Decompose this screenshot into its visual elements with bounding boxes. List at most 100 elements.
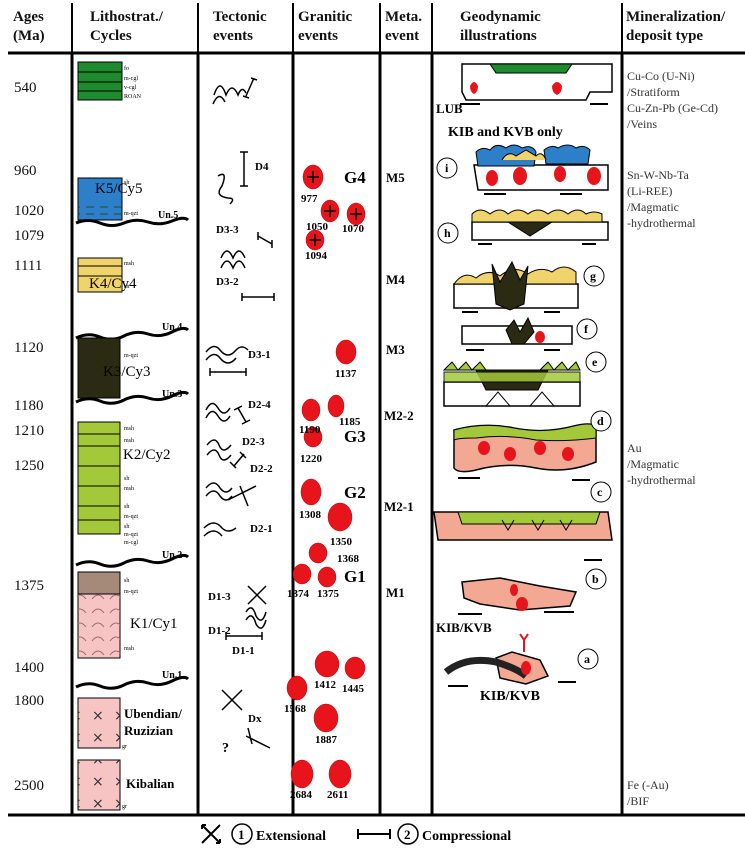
litho-small-label: gr — [122, 804, 127, 810]
geo-label: KIB/KVB — [436, 620, 492, 635]
litho-small-label: m-qzt — [124, 353, 138, 359]
litho-column: fo m-cgl v-cgl ROAN K5/Cy5 sh m-qzt Un.5… — [76, 62, 188, 810]
litho-small-label: v-cgl — [124, 85, 137, 91]
step-marker: c — [597, 485, 603, 499]
fold-glyph — [214, 86, 246, 95]
litho-small-label: msh — [124, 646, 134, 652]
geo-panel-lub: LUB — [436, 64, 612, 116]
litho-small-label: gr — [122, 744, 127, 750]
fold-glyph — [246, 608, 266, 628]
deformation-label: D2-4 — [248, 399, 271, 411]
granite-body — [329, 760, 351, 788]
granite-age: 1094 — [305, 250, 328, 262]
legend-compressional: Compressional — [422, 829, 511, 844]
meta-event: M2-2 — [384, 408, 414, 423]
litho-unit-ubendian: Ubendian/ — [124, 706, 182, 721]
geo-panel-d — [454, 424, 596, 480]
granite-body — [301, 479, 321, 505]
step-marker: h — [444, 226, 451, 240]
cross-arrows-glyph — [248, 586, 266, 604]
litho-small-label: m-cgl — [124, 76, 138, 82]
geo-panel-g — [454, 262, 578, 312]
granite-age: 2684 — [290, 789, 313, 801]
compression-arrow-glyph — [230, 452, 246, 468]
deformation-label: D2-1 — [250, 523, 273, 535]
litho-k1 — [78, 572, 120, 594]
deformation-label: Dx — [248, 713, 262, 725]
fold-glyph — [221, 251, 245, 268]
extensional-icon — [202, 825, 220, 843]
granite-body — [293, 564, 311, 584]
meta-event: M4 — [386, 272, 405, 287]
geo-label: LUB — [436, 101, 463, 116]
meta-event: M3 — [386, 342, 405, 357]
deformation-label: D1-1 — [232, 645, 255, 657]
granite-body — [328, 395, 344, 417]
legend: 1 Extensional 2 Compressional — [202, 824, 511, 844]
granite-age: 1568 — [284, 703, 307, 715]
granite-body — [345, 657, 365, 679]
deformation-label: D4 — [255, 161, 269, 173]
cross-arrows-glyph — [222, 690, 242, 710]
fold-glyph — [218, 174, 233, 204]
fold-glyph — [204, 523, 236, 536]
litho-unit-k3: K3/Cy3 — [103, 364, 151, 380]
fold-glyph — [207, 440, 231, 460]
granite-body — [314, 704, 338, 732]
fold-glyph — [206, 483, 232, 500]
deformation-label: D3-3 — [216, 224, 239, 236]
granite-age: 1190 — [299, 424, 321, 436]
unconformity-label: Un.1 — [162, 670, 182, 681]
granite-age: 1308 — [299, 509, 322, 521]
step-marker: b — [592, 572, 599, 586]
granite-age: 1137 — [335, 368, 357, 380]
litho-small-label: sh — [124, 476, 129, 482]
legend-extensional: Extensional — [256, 829, 326, 844]
geo-panel-c — [434, 512, 612, 560]
litho-small-label: m-qzt — [124, 514, 138, 520]
litho-unit-k4: K4/Cy4 — [89, 276, 137, 292]
deformation-label: D2-3 — [242, 436, 265, 448]
litho-small-label: m-qzt — [124, 211, 138, 217]
litho-small-label: sh — [124, 524, 129, 530]
extension-arrow-glyph — [258, 232, 272, 248]
meta-column: M5 M4 M3 M2-2 M2-1 M1 — [384, 170, 414, 600]
litho-small-label: msh — [124, 426, 134, 432]
granite-age: 1412 — [314, 679, 337, 691]
unconformity-label: Un.5 — [158, 210, 178, 221]
compression-arrow-glyph — [210, 368, 246, 376]
step-marker: a — [584, 652, 590, 666]
geo-panel-h — [472, 210, 608, 244]
litho-small-label: msh — [124, 261, 134, 267]
litho-small-label: sh — [124, 578, 129, 584]
litho-small-label: m-qzt — [124, 532, 138, 538]
geo-label: KIB and KVB only — [448, 125, 563, 140]
fold-glyph — [206, 403, 230, 421]
granite-age: 1374 — [287, 588, 310, 600]
litho-small-label: sh — [124, 180, 129, 186]
deformation-label: D3-1 — [248, 349, 271, 361]
compressional-icon — [358, 829, 390, 839]
step-marker: g — [590, 269, 596, 283]
deformation-label: ? — [222, 741, 229, 756]
geo-label: KIB/KVB — [480, 689, 540, 704]
step-marker: d — [597, 414, 604, 428]
unconformity-label: Un.2 — [162, 550, 182, 561]
deformation-label: D1-2 — [208, 625, 231, 637]
granite-group: G1 — [344, 567, 366, 586]
litho-small-label: sh — [124, 284, 129, 290]
compression-arrow-glyph — [226, 632, 262, 640]
litho-unit-k1: K1/Cy1 — [130, 616, 178, 632]
granite-body — [328, 503, 352, 531]
litho-small-label: m-qzt — [124, 589, 138, 595]
granite-age: 1050 — [306, 221, 329, 233]
granite-body — [318, 567, 336, 587]
granite-group: G4 — [344, 168, 366, 187]
meta-event: M1 — [386, 585, 405, 600]
granite-group: G3 — [344, 427, 366, 446]
litho-unit-k5: K5/Cy5 — [95, 181, 143, 197]
geo-panel-a: KIB/KVB — [446, 634, 576, 704]
compression-arrow-glyph — [242, 293, 274, 301]
